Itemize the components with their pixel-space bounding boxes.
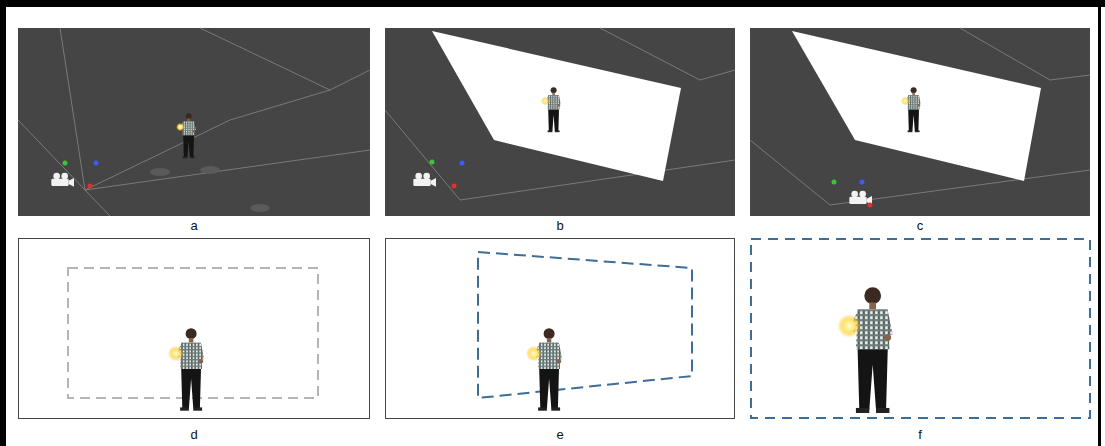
frame-bar: [1098, 0, 1101, 446]
scene-panel: [385, 28, 735, 216]
panel-letter: e: [540, 428, 580, 442]
panel-letter: c: [900, 219, 940, 233]
scene-panel: [750, 28, 1090, 216]
panel-letter: a: [174, 219, 214, 233]
frame-bar: [0, 0, 1105, 7]
view-panel: [386, 239, 735, 419]
frame-bar: [0, 0, 6, 446]
view-panel: [19, 239, 370, 419]
view-panel: [751, 239, 1090, 418]
panel-letter: d: [174, 428, 214, 442]
scene-panel: [18, 28, 370, 216]
panel-letter: b: [540, 219, 580, 233]
panel-letter: f: [900, 428, 940, 442]
